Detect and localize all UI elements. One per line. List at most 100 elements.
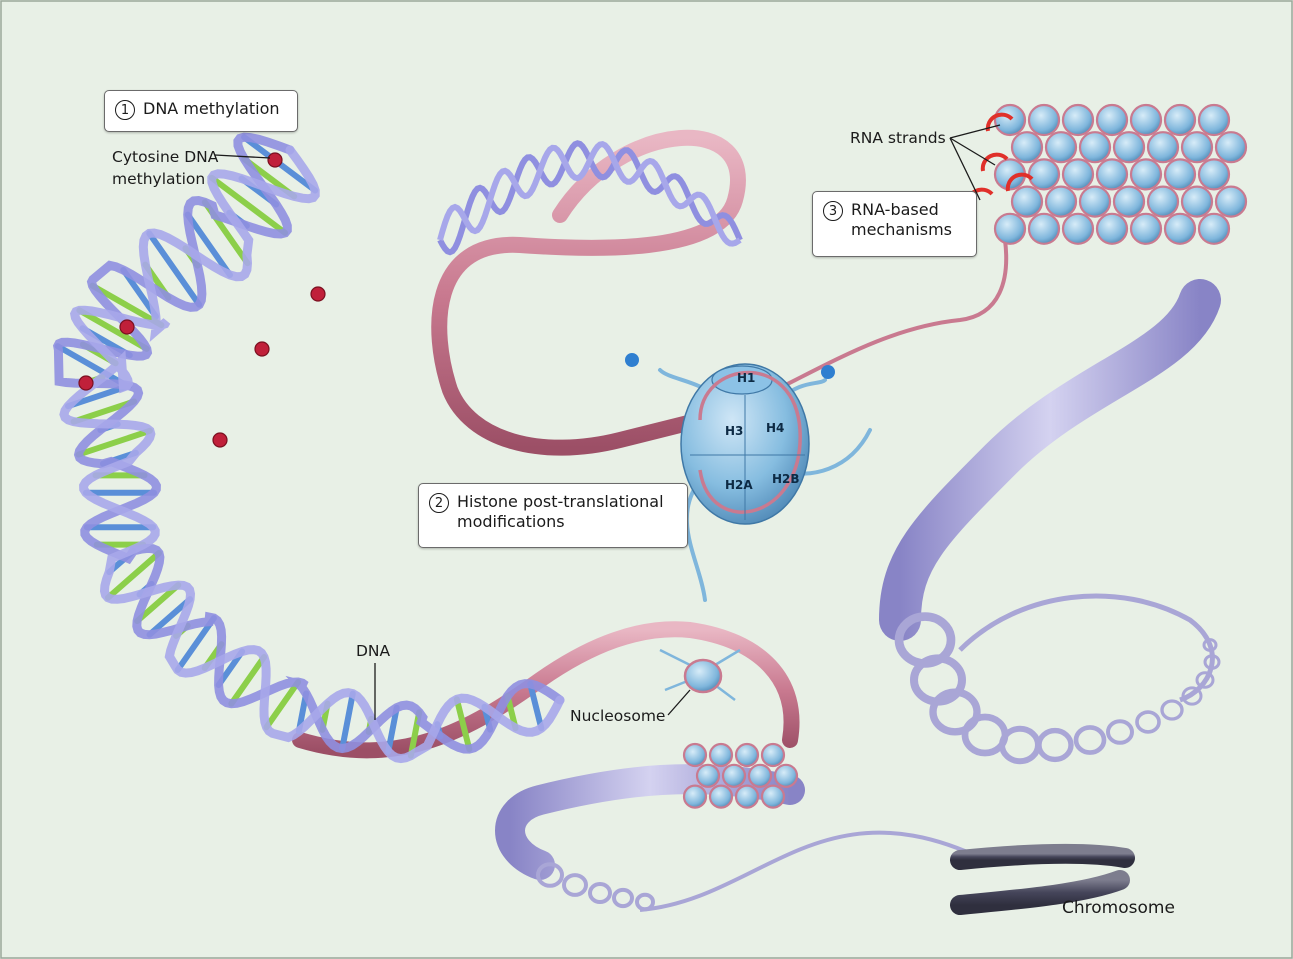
helix-backbone-1 (52, 132, 565, 754)
base-pair (70, 398, 138, 425)
histone-label-h2b: H2B (772, 472, 800, 486)
leader-lines (214, 124, 1001, 720)
nucleosome (1027, 103, 1061, 137)
chromatin-coils-right (894, 612, 1221, 765)
methyl-group (254, 341, 270, 357)
base-pair (174, 615, 217, 673)
label-cytosine-line1: Cytosine DNA (112, 148, 219, 166)
coil-loop (1106, 719, 1134, 745)
nucleosome (1129, 212, 1163, 245)
rna-strand (985, 112, 1014, 132)
nucleosome (1146, 131, 1180, 164)
nucleosome (1061, 103, 1095, 137)
coil-loop (929, 688, 981, 736)
methyl-group (78, 375, 94, 391)
nucleosome (1112, 131, 1146, 164)
nucleosome (1061, 212, 1095, 245)
nucleosome (1146, 185, 1180, 218)
base-pair (385, 704, 400, 755)
nucleosome (1095, 103, 1129, 137)
pink-dna-loop (431, 129, 746, 456)
callout-number-2: 2 (429, 493, 449, 513)
histone-label-h1: H1 (737, 371, 756, 385)
rna-strand (1005, 172, 1034, 192)
coil-loop (1036, 727, 1074, 763)
base-pair (339, 690, 356, 752)
nucleosome (1197, 212, 1231, 245)
coil-loop (562, 873, 588, 897)
nucleosome (1180, 185, 1214, 218)
label-chromosome: Chromosome (1062, 898, 1175, 918)
coil-loop (999, 725, 1041, 765)
histone-label-h4: H4 (766, 421, 785, 435)
callout-line2: mechanisms (851, 220, 953, 239)
nucleosome (747, 763, 773, 788)
nucleosome (1112, 185, 1146, 218)
nucleosome (1010, 185, 1044, 218)
nucleosome (708, 742, 734, 768)
nucleosome (773, 763, 799, 788)
nucleosome (1078, 131, 1112, 164)
label-cytosine-line2: methylation (112, 170, 206, 188)
nucleosome (1163, 158, 1197, 191)
chromatin-coils-bottom (536, 862, 655, 912)
nucleosome-cluster-bottom (682, 742, 799, 809)
base-pair (104, 550, 162, 601)
nucleosome (682, 742, 708, 768)
rna-strand (980, 152, 1009, 172)
nucleosome (760, 742, 786, 768)
callout-line1: Histone post-translational (457, 492, 664, 511)
coil-loop (1195, 671, 1215, 689)
callout-line2: modifications (457, 512, 565, 531)
nucleosome (721, 763, 747, 788)
callout-number-3: 3 (823, 201, 843, 221)
nucleosome (1197, 103, 1231, 137)
nucleosome (1163, 212, 1197, 245)
base-pair (89, 282, 165, 329)
base-pair (146, 596, 194, 638)
nucleosome (993, 103, 1027, 137)
nucleosome (1163, 103, 1197, 137)
dna-double-helix (52, 132, 743, 764)
base-pair (228, 654, 268, 707)
nucleosome (1027, 158, 1061, 191)
nucleosome (993, 212, 1027, 245)
nucleosome (734, 742, 760, 768)
histone-label-h2a: H2A (725, 478, 753, 492)
base-pair (134, 582, 182, 625)
nucleosome (1044, 131, 1078, 164)
nucleosome (682, 784, 708, 809)
coil-loop (1181, 686, 1203, 706)
chromatin-loop-right (958, 593, 1215, 703)
coil-loop (1160, 699, 1184, 721)
coil-loop (612, 887, 634, 909)
methyl-group (310, 286, 326, 302)
callout-rna-mechanisms: 3 RNA-based mechanisms (812, 191, 977, 257)
nucleosome (708, 784, 734, 809)
helix-upper-strand-2 (437, 140, 742, 247)
base-pair (527, 680, 545, 732)
nucleosome (1095, 158, 1129, 191)
chromatin-strand-bottom (639, 830, 986, 912)
nucleosome (1129, 103, 1163, 137)
methyl-group (212, 432, 228, 448)
nucleosome (1214, 131, 1248, 164)
nucleosome (1061, 158, 1095, 191)
coil-loop (536, 862, 564, 888)
callout-line1: RNA-based (851, 200, 939, 219)
single-nucleosome (659, 648, 741, 701)
nucleosome (1180, 131, 1214, 164)
base-pair (146, 230, 203, 308)
nucleosome (1010, 131, 1044, 164)
label-rna-strands: RNA strands (850, 129, 946, 147)
nucleosome (1027, 212, 1061, 245)
callout-number-1: 1 (115, 100, 135, 120)
base-pair (263, 678, 302, 731)
coil-loop (961, 713, 1009, 757)
nucleosome (1197, 158, 1231, 191)
nucleosome-cluster-top (965, 103, 1248, 245)
nucleosome (1095, 212, 1129, 245)
nucleosome (1214, 185, 1248, 218)
